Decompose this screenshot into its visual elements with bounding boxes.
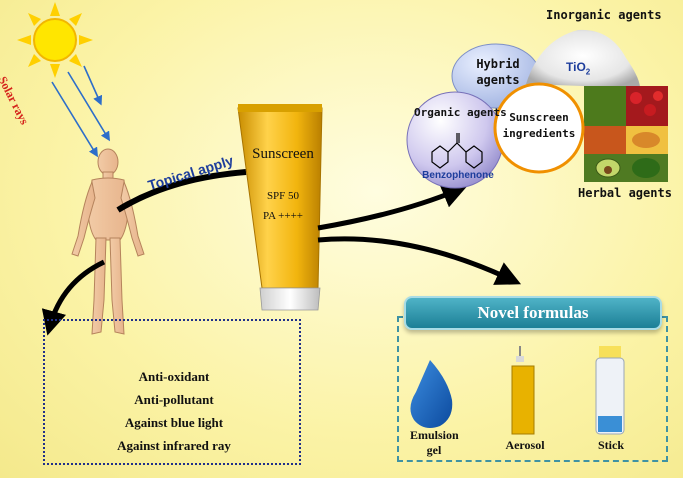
center-circle xyxy=(493,82,585,174)
stick-label: Stick xyxy=(597,438,624,452)
herbal-collage xyxy=(584,86,668,182)
benzophenone-structure xyxy=(431,133,483,169)
tio2-text: TiO xyxy=(566,60,586,74)
ingredients-arrow xyxy=(317,184,468,231)
benefits-box: Anti-oxidant Anti-pollutant Against blue… xyxy=(43,319,301,465)
aerosol-can xyxy=(511,346,535,435)
benzophenone-label: Benzophenone xyxy=(422,170,494,181)
powder-image xyxy=(526,29,640,88)
tube-spf: SPF 50 xyxy=(266,190,300,202)
aerosol-label: Aerosol xyxy=(505,438,545,452)
emulsion-gel-drop xyxy=(410,360,453,428)
inorganic-label: Inorganic agents xyxy=(546,8,662,22)
tube-brand: Sunscreen xyxy=(252,146,314,162)
solar-ray-arrows xyxy=(51,65,110,158)
benefit-item: Against infrared ray xyxy=(117,438,231,453)
novel-arrow xyxy=(317,236,522,285)
center-label: Sunscreen ingredients xyxy=(502,111,576,140)
benefit-item: Anti-pollutant xyxy=(134,392,214,407)
novel-formulas-header: Novel formulas xyxy=(404,296,662,330)
organic-label: Organic agents xyxy=(414,106,507,119)
benefit-item: Against blue light xyxy=(124,415,224,430)
human-figure xyxy=(71,148,145,335)
hybrid-label-text: Hybrid agents xyxy=(476,57,520,87)
apply-arrow xyxy=(116,169,247,213)
sunscreen-tube xyxy=(237,104,323,311)
benefits-arrow xyxy=(41,259,106,336)
stick-product xyxy=(595,346,625,435)
tio2-subscript: 2 xyxy=(585,67,591,77)
hybrid-label: Hybrid agents xyxy=(470,56,526,88)
sun-icon xyxy=(17,2,93,78)
benefit-item: Anti-oxidant xyxy=(138,369,210,384)
tube-pa: PA ++++ xyxy=(262,210,303,222)
tio2-label: TiO2 xyxy=(566,60,590,76)
herbal-label: Herbal agents xyxy=(578,186,672,200)
emulsion-gel-label: Emulsion gel xyxy=(410,428,459,457)
